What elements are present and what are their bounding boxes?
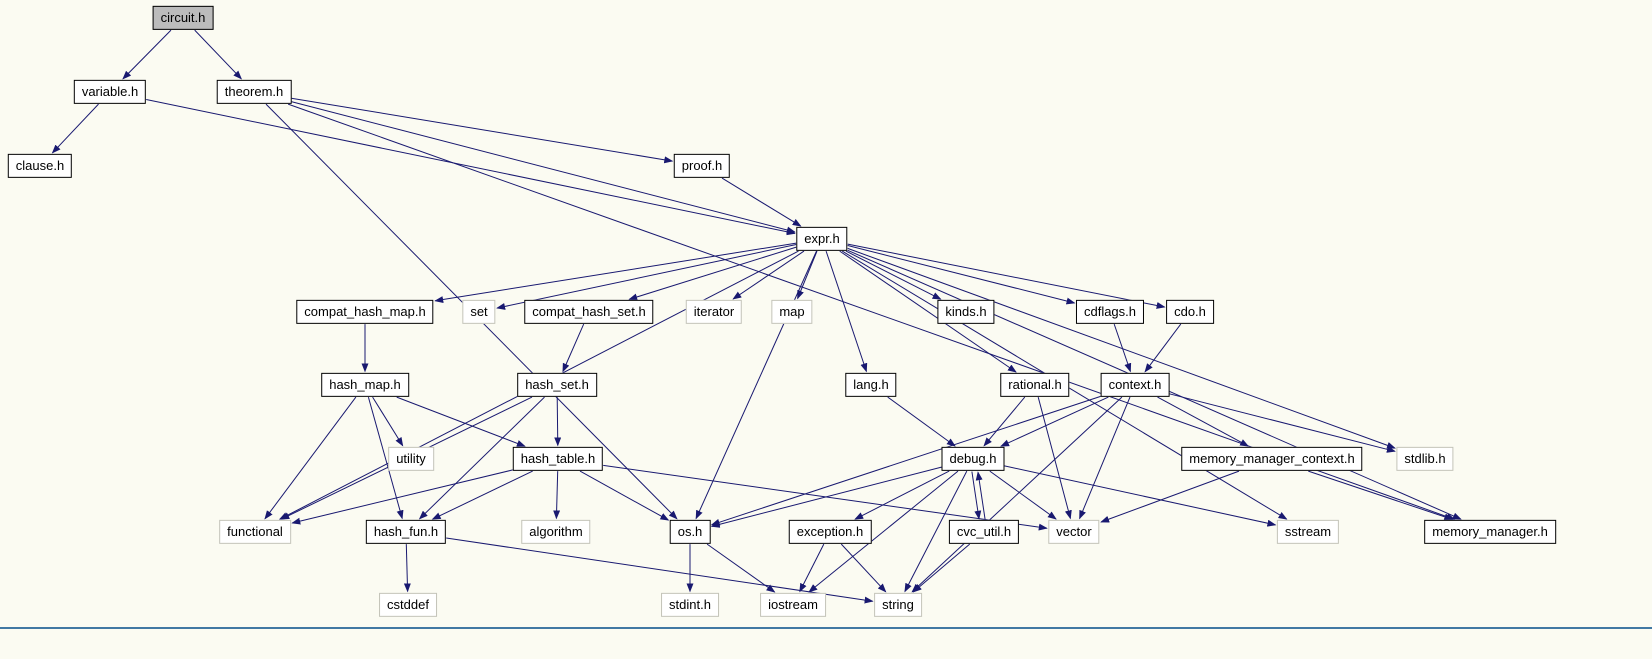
edge-compat_hash_set-to-hash_set bbox=[562, 323, 585, 373]
edge-hash_table-to-algorithm bbox=[553, 471, 561, 520]
node-vector: vector bbox=[1048, 519, 1100, 545]
node-sstream: sstream bbox=[1276, 519, 1340, 545]
edge-expr-to-stdlib bbox=[847, 247, 1396, 449]
edge-hash_map-to-utility bbox=[372, 396, 404, 447]
node-circuit[interactable]: circuit.h bbox=[152, 5, 214, 31]
node-theorem[interactable]: theorem.h bbox=[216, 79, 292, 105]
edge-context-to-os bbox=[710, 395, 1101, 526]
edge-variable-to-clause bbox=[51, 103, 99, 154]
edge-debug-to-vector bbox=[989, 470, 1057, 520]
edge-expr-to-map bbox=[797, 250, 818, 300]
edge-debug-to-cvc_util bbox=[971, 471, 982, 520]
node-memory_manager_context[interactable]: memory_manager_context.h bbox=[1181, 446, 1363, 472]
node-compat_hash_set[interactable]: compat_hash_set.h bbox=[524, 299, 654, 325]
node-compat_hash_map[interactable]: compat_hash_map.h bbox=[296, 299, 434, 325]
node-algorithm: algorithm bbox=[521, 519, 591, 545]
edge-expr-to-compat_hash_map bbox=[434, 242, 797, 303]
edge-debug-to-sstream bbox=[1004, 465, 1277, 527]
edge-debug-to-iostream bbox=[808, 470, 959, 593]
node-stdint: stdint.h bbox=[661, 592, 719, 618]
edge-cdo-to-context bbox=[1144, 323, 1182, 373]
edge-cvc_util-to-debug bbox=[975, 471, 986, 520]
node-stdlib: stdlib.h bbox=[1396, 446, 1454, 472]
edge-memory_manager_context-to-memory_manager bbox=[1308, 470, 1454, 521]
edge-expr-to-iterator bbox=[732, 250, 805, 300]
edge-theorem-to-proof bbox=[291, 97, 674, 164]
edge-context-to-debug bbox=[1000, 396, 1109, 447]
edge-expr-to-lang bbox=[825, 250, 868, 373]
node-hash_table[interactable]: hash_table.h bbox=[512, 446, 604, 472]
edge-circuit-to-variable bbox=[122, 29, 172, 80]
node-rational[interactable]: rational.h bbox=[1000, 372, 1070, 398]
edge-context-to-memory_manager_context bbox=[1157, 396, 1250, 447]
node-iterator: iterator bbox=[685, 299, 743, 325]
node-variable[interactable]: variable.h bbox=[73, 79, 147, 105]
node-cstddef: cstddef bbox=[379, 592, 437, 618]
edge-lang-to-debug bbox=[887, 396, 956, 447]
edge-rational-to-vector bbox=[1037, 396, 1072, 520]
edge-expr-to-rational bbox=[839, 250, 1017, 373]
node-set: set bbox=[462, 299, 496, 325]
edge-exception-to-string bbox=[840, 543, 887, 593]
node-debug[interactable]: debug.h bbox=[941, 446, 1005, 472]
edge-circuit-to-theorem bbox=[194, 29, 242, 80]
node-context[interactable]: context.h bbox=[1100, 372, 1170, 398]
node-functional: functional bbox=[219, 519, 291, 545]
edge-expr-to-cdo bbox=[847, 243, 1166, 309]
node-exception[interactable]: exception.h bbox=[788, 519, 872, 545]
edge-debug-to-os bbox=[710, 466, 942, 528]
edge-rational-to-debug bbox=[983, 396, 1026, 447]
edge-context-to-string bbox=[911, 396, 1123, 593]
edge-expr-to-os bbox=[695, 250, 817, 520]
node-string: string bbox=[874, 592, 922, 618]
edge-hash_fun-to-cstddef bbox=[403, 544, 411, 593]
edge-hash_table-to-hash_fun bbox=[431, 470, 533, 520]
node-cdflags[interactable]: cdflags.h bbox=[1075, 299, 1145, 325]
node-cvc_util[interactable]: cvc_util.h bbox=[948, 519, 1020, 545]
edge-context-to-stdlib bbox=[1169, 393, 1396, 453]
edge-context-to-vector bbox=[1079, 396, 1131, 520]
edge-theorem-to-expr bbox=[291, 101, 796, 234]
edge-expr-to-cdflags bbox=[847, 245, 1076, 305]
edge-hash_set-to-hash_fun bbox=[418, 396, 545, 520]
node-expr[interactable]: expr.h bbox=[796, 226, 848, 252]
edge-debug-to-exception bbox=[854, 470, 950, 520]
edge-cvc_util-to-string bbox=[912, 543, 971, 593]
edge-expr-to-set bbox=[496, 244, 797, 310]
edge-hash_map-to-functional bbox=[264, 396, 357, 520]
edge-cdflags-to-context bbox=[1113, 323, 1132, 373]
node-hash_map[interactable]: hash_map.h bbox=[321, 372, 409, 398]
edge-expr-to-compat_hash_set bbox=[628, 246, 797, 301]
node-utility: utility bbox=[388, 446, 434, 472]
node-hash_fun[interactable]: hash_fun.h bbox=[365, 519, 447, 545]
edge-variable-to-expr bbox=[146, 99, 796, 236]
edge-memory_manager_context-to-vector bbox=[1100, 470, 1240, 523]
node-clause[interactable]: clause.h bbox=[7, 153, 73, 179]
edge-os-to-iostream bbox=[706, 543, 776, 593]
edge-debug-to-string bbox=[904, 470, 968, 593]
edge-hash_map-to-hash_table bbox=[396, 396, 526, 447]
page-divider bbox=[0, 627, 1652, 629]
node-cdo[interactable]: cdo.h bbox=[1166, 299, 1214, 325]
edge-proof-to-expr bbox=[721, 177, 802, 227]
node-lang[interactable]: lang.h bbox=[845, 372, 897, 398]
edge-expr-to-kinds bbox=[845, 250, 942, 300]
edge-exception-to-iostream bbox=[799, 543, 825, 593]
edge-hash_table-to-functional bbox=[291, 469, 513, 525]
node-map: map bbox=[771, 299, 813, 325]
node-iostream: iostream bbox=[760, 592, 826, 618]
node-kinds[interactable]: kinds.h bbox=[937, 299, 995, 325]
edge-hash_set-to-hash_table bbox=[554, 397, 562, 447]
node-proof[interactable]: proof.h bbox=[673, 153, 731, 179]
node-memory_manager[interactable]: memory_manager.h bbox=[1424, 519, 1556, 545]
node-os[interactable]: os.h bbox=[669, 519, 711, 545]
node-hash_set[interactable]: hash_set.h bbox=[517, 372, 597, 398]
edge-hash_table-to-os bbox=[579, 470, 670, 521]
